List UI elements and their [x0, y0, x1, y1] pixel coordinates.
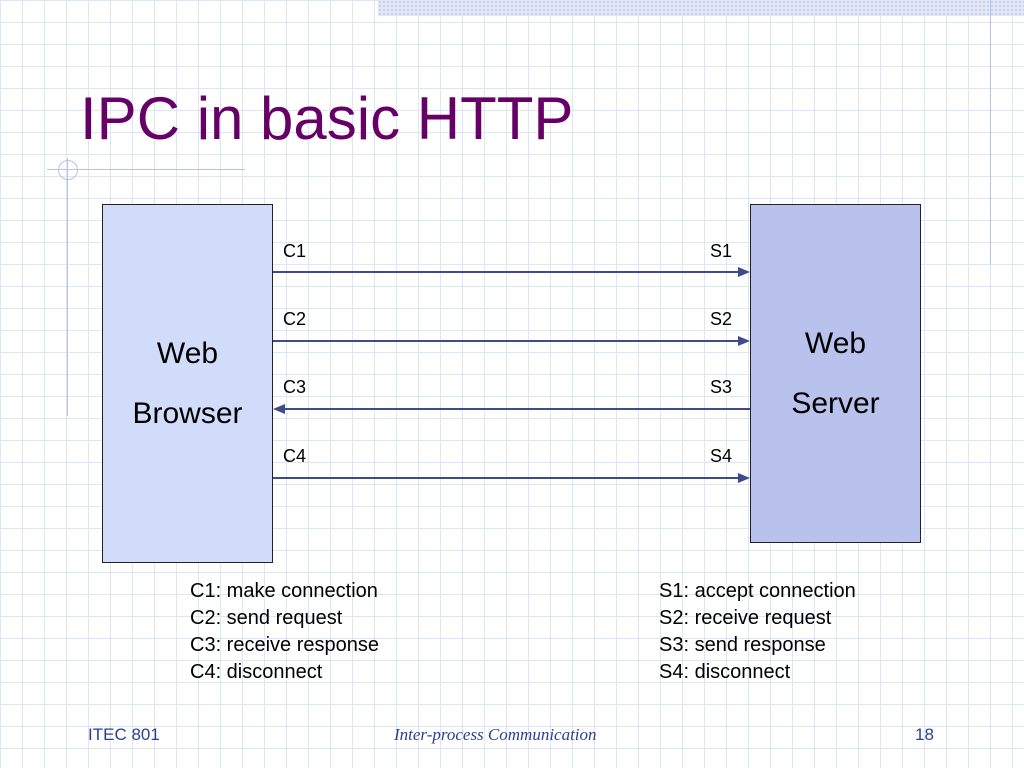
browser-box-label-line2: Browser [132, 396, 243, 430]
step-label-s3: S3 [710, 377, 733, 397]
server-legend-item: S2: receive request [659, 607, 832, 629]
step-label-s1: S1 [710, 241, 733, 261]
step-label-s4: S4 [710, 446, 733, 466]
decorative-vertical-line-right [990, 0, 991, 264]
client-legend-list: C1: make connection C2: send request C3:… [190, 578, 379, 686]
server-legend-item: S4: disconnect [659, 661, 791, 683]
slide-title: IPC in basic HTTP [80, 85, 574, 152]
web-server-box: Web Server [750, 204, 921, 543]
server-legend-list: S1: accept connection S2: receive reques… [659, 578, 856, 686]
client-legend-item: C4: disconnect [190, 661, 323, 683]
step-label-c2: C2 [283, 309, 307, 329]
client-legend-item: C3: receive response [190, 634, 379, 656]
step-label-c1: C1 [283, 241, 307, 261]
arrowhead-2 [738, 336, 750, 346]
decorative-horizontal-line [47, 169, 245, 170]
client-legend-item: C1: make connection [190, 580, 378, 602]
server-legend-item: S1: accept connection [659, 580, 856, 602]
browser-box-label-line1: Web [156, 336, 219, 370]
arrowhead-3 [273, 404, 285, 414]
arrowhead-4 [738, 473, 750, 483]
decorative-vertical-line-left [67, 158, 68, 416]
server-box-label-line1: Web [804, 326, 867, 360]
server-box-label-line2: Server [791, 386, 880, 420]
footer-course: ITEC 801 [88, 725, 160, 744]
step-label-c4: C4 [283, 446, 307, 466]
web-browser-box: Web Browser [102, 204, 273, 563]
footer-topic: Inter-process Communication [394, 725, 597, 744]
step-label-s2: S2 [710, 309, 733, 329]
decorative-circle [58, 160, 78, 180]
decorative-top-band [378, 0, 1024, 16]
arrowhead-1 [738, 267, 750, 277]
client-legend-item: C2: send request [190, 607, 343, 629]
footer-page-number: 18 [915, 725, 934, 744]
server-legend-item: S3: send response [659, 634, 826, 656]
step-label-c3: C3 [283, 377, 307, 397]
